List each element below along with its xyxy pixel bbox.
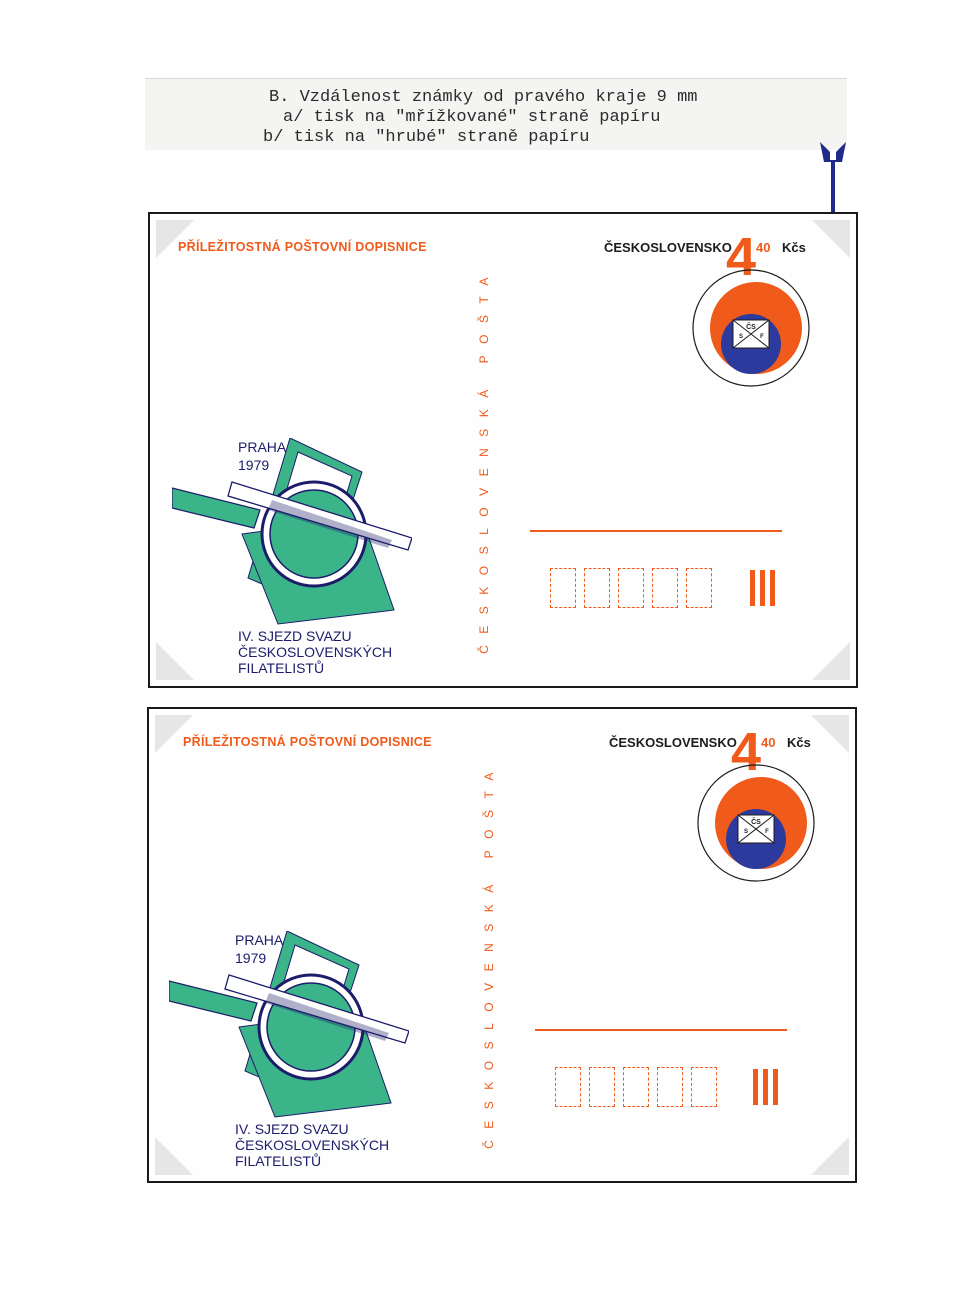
note-line-3: b/ tisk na "hrubé" straně papíru [263,128,590,147]
svg-text:ČS: ČS [751,817,761,826]
country-label: ČESKOSLOVENSKO [604,240,732,255]
logo-text: PRAHA 1979 [235,932,284,966]
magnifier-tweezers-logo [172,438,412,625]
postal-code-boxes [550,568,712,608]
svg-text:ČS: ČS [746,322,756,331]
card-type-label: PŘÍLEŽITOSTNÁ POŠTOVNÍ DOPISNICE [183,735,432,749]
logo-text: PRAHA 1979 [238,439,287,473]
svg-text:F: F [765,829,769,835]
sorting-bars [750,570,775,606]
card-type-label: PŘÍLEŽITOSTNÁ POŠTOVNÍ DOPISNICE [178,240,427,254]
stamp-value: 40 [756,240,771,255]
sorting-bars [753,1069,778,1105]
address-line [535,1029,787,1031]
svg-text:S: S [744,829,748,835]
stamp-currency: Kčs [782,240,806,255]
stamp-number: 4 [731,722,762,782]
postal-authority-vertical: ČESKOSLOVENSKÁ POŠTA [482,761,497,1149]
magnifier-tweezers-logo [169,931,409,1118]
note-line-2: a/ tisk na "mřížkované" straně papíru [283,108,661,127]
stamp-value: 40 [761,735,776,750]
stamp-number: 4 [726,227,757,287]
congress-text: IV. SJEZD SVAZU ČESKOSLOVENSKÝCH FILATEL… [238,628,393,676]
postal-authority-vertical: ČESKOSLOVENSKÁ POŠTA [477,266,492,654]
congress-text: IV. SJEZD SVAZU ČESKOSLOVENSKÝCH FILATEL… [235,1121,390,1169]
stamp-emblem: ČS S F [692,269,810,387]
postal-code-boxes [555,1067,717,1107]
stamp-currency: Kčs [787,735,811,750]
country-label: ČESKOSLOVENSKO [609,735,737,750]
address-line [530,530,782,532]
svg-text:F: F [760,334,764,340]
stamp-emblem: ČS S F [697,764,815,882]
svg-text:S: S [739,334,743,340]
postcard-b: PŘÍLEŽITOSTNÁ POŠTOVNÍ DOPISNICE ČESKOSL… [147,707,857,1183]
typed-note: B. Vzdálenost známky od pravého kraje 9 … [145,78,847,150]
note-line-1: B. Vzdálenost známky od pravého kraje 9 … [269,88,698,107]
postcard-a: PŘÍLEŽITOSTNÁ POŠTOVNÍ DOPISNICE ČESKOSL… [148,212,858,688]
